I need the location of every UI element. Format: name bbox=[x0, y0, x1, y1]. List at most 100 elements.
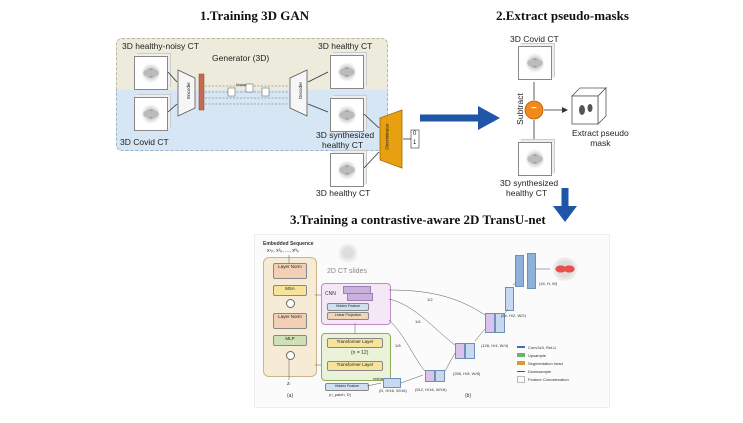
encoder-label: Encoder bbox=[185, 82, 191, 99]
synth-line-2: healthy CT bbox=[322, 140, 364, 150]
transformer-layer-1: Transformer Layer bbox=[327, 338, 383, 348]
mask-line-1: Extract pseudo bbox=[572, 128, 629, 138]
healthy-noisy-ct-label: 3D healthy-noisy CT bbox=[122, 41, 200, 51]
generator-arrows bbox=[167, 71, 329, 113]
embedded-sequence-label: Embedded Sequence bbox=[263, 241, 314, 247]
pseudo-section-title: 2.Extract pseudo-masks bbox=[496, 8, 629, 23]
legend-label-downsample: Downsample bbox=[528, 368, 552, 374]
legend-item-seghead: Segmentation head bbox=[517, 359, 569, 367]
shape-npatch: (n_patch, D) bbox=[329, 392, 352, 397]
mlp-block: MLP bbox=[273, 335, 307, 346]
discriminator-block bbox=[379, 109, 403, 169]
up-arrow-4 bbox=[504, 308, 509, 314]
legend-swatch-concat bbox=[517, 375, 525, 383]
ct-slide-thumbnail bbox=[337, 243, 359, 263]
legend-swatch-seghead bbox=[517, 361, 525, 365]
linear-projection: Linear Projection bbox=[327, 312, 369, 320]
latent-blocks bbox=[227, 83, 270, 97]
decoder-feature-128 bbox=[495, 313, 505, 333]
reshape-arrow bbox=[366, 382, 382, 387]
subtract-arrowhead bbox=[562, 107, 568, 113]
shape-64: (64, H/2, W/2) bbox=[501, 313, 526, 318]
legend-swatch-conv bbox=[517, 346, 525, 348]
healthy-ct-bottom-label: 3D healthy CT bbox=[316, 188, 371, 198]
up-arrow-2 bbox=[444, 352, 456, 372]
disc-output-1: 1 bbox=[413, 140, 417, 146]
subtract-label: Subtract bbox=[514, 93, 525, 125]
transunet-section-title: 3.Training a contrastive-aware 2D TransU… bbox=[290, 212, 546, 227]
residual-add-2 bbox=[286, 351, 295, 360]
synthesized-ct-label: 3D synthesized healthy CT bbox=[316, 130, 374, 150]
layer-norm-1: Layer Norm bbox=[273, 263, 307, 279]
extract-mask-label: Extract pseudo mask bbox=[572, 128, 629, 148]
legend: Conv3x3, ReLU Upsample Segmentation head… bbox=[517, 343, 569, 383]
legend-swatch-downsample bbox=[517, 370, 525, 372]
discriminator-inputs bbox=[363, 113, 411, 169]
n-equals-label: (n = 12) bbox=[351, 350, 369, 356]
pseudo-covid-label: 3D Covid CT bbox=[510, 34, 559, 44]
residual-add-1 bbox=[286, 299, 295, 308]
latent-code-bar bbox=[198, 73, 205, 111]
noise-label: Noise bbox=[236, 82, 247, 87]
legend-label-upsample: Upsample bbox=[528, 352, 547, 358]
shape-d: (D, H/16, W/16) bbox=[379, 388, 407, 393]
skip-connection-eighth bbox=[388, 319, 426, 372]
gan-section-title: 1.Training 3D GAN bbox=[200, 8, 310, 23]
synthesized-ct-scan bbox=[330, 98, 364, 132]
pseudo-synth-line-2: healthy CT bbox=[506, 188, 548, 198]
transunet-connections bbox=[288, 255, 550, 387]
minus-sign: − bbox=[531, 103, 537, 114]
mask-line-2: mask bbox=[590, 138, 611, 148]
up-arrow-5 bbox=[512, 282, 517, 286]
pseudo-to-transunet-arrowhead bbox=[553, 206, 577, 222]
scale-eighth: 1/8 bbox=[395, 343, 401, 348]
up-arrow-1 bbox=[400, 374, 424, 384]
msa-block: MSA bbox=[273, 285, 307, 296]
transunet-figure: Embedded Sequence x¹ₚ, x²ₚ, ..., xᴺₚ Lay… bbox=[254, 234, 610, 408]
covid-ct-label: 3D Covid CT bbox=[120, 137, 169, 147]
embedded-vars: x¹ₚ, x²ₚ, ..., xᴺₚ bbox=[267, 248, 299, 254]
z-label: zₗ bbox=[287, 381, 291, 387]
legend-item-conv: Conv3x3, ReLU bbox=[517, 343, 569, 351]
discriminator-label: Discriminator bbox=[384, 123, 390, 150]
up-arrow-3 bbox=[474, 328, 486, 342]
legend-label-conv: Conv3x3, ReLU bbox=[528, 344, 557, 350]
skip-connection-half bbox=[388, 289, 486, 316]
generator-label: Generator (3D) bbox=[212, 53, 270, 63]
pseudo-covid-scan bbox=[518, 46, 552, 80]
output-feature-2 bbox=[527, 253, 536, 289]
healthy-ct-top-scan bbox=[330, 55, 364, 89]
segmentation-output bbox=[551, 257, 579, 281]
reshaped-feature bbox=[383, 378, 401, 388]
disc-output-0: 0 bbox=[413, 131, 417, 137]
covid-ct-scan bbox=[134, 97, 168, 131]
healthy-noisy-ct-scan bbox=[134, 56, 168, 90]
encoder-block bbox=[177, 69, 196, 117]
decoder-block bbox=[289, 69, 308, 117]
sub-a-label: (a) bbox=[287, 393, 294, 399]
cnn-label: CNN bbox=[325, 291, 336, 297]
scale-quarter: 1/4 bbox=[415, 319, 421, 324]
decoder-feature-512 bbox=[435, 370, 445, 382]
discriminator-output-box bbox=[410, 129, 420, 149]
mask-blob-right bbox=[587, 104, 593, 112]
slides-label: 2D CT slides bbox=[327, 268, 367, 275]
healthy-ct-bottom-scan bbox=[330, 153, 364, 187]
synth-line-1: 3D synthesized bbox=[316, 130, 375, 140]
gan-to-pseudo-arrowhead bbox=[478, 106, 500, 130]
pseudo-synth-label: 3D synthesized healthy CT bbox=[500, 178, 558, 198]
subtract-node bbox=[524, 100, 544, 120]
skip-feature-256 bbox=[455, 343, 465, 359]
scale-half: 1/2 bbox=[427, 297, 433, 302]
output-feature-1 bbox=[515, 255, 524, 287]
legend-label-seghead: Segmentation head bbox=[528, 360, 563, 366]
sub-b-label: (b) bbox=[465, 393, 472, 399]
layer-norm-2: Layer Norm bbox=[273, 313, 307, 329]
mask-blob-left bbox=[579, 105, 585, 115]
decoder-feature-64 bbox=[505, 287, 514, 311]
skip-connection-quarter bbox=[388, 298, 456, 346]
decoder-label: Decoder bbox=[298, 81, 304, 100]
healthy-ct-top-label: 3D healthy CT bbox=[318, 41, 373, 51]
hidden-feature-bottom: Hidden Feature bbox=[325, 383, 369, 391]
